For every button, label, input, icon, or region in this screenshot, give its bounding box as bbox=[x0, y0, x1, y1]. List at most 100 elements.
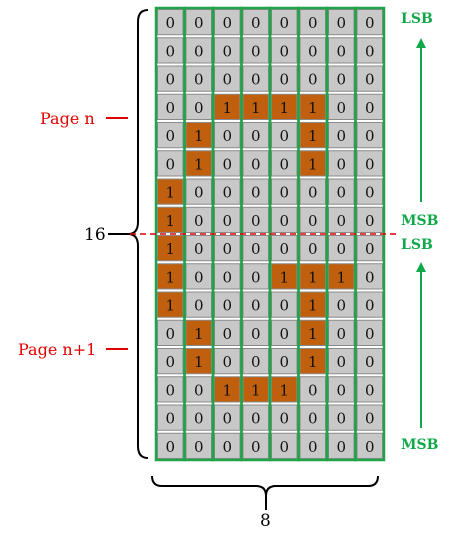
bit-value: 0 bbox=[336, 353, 346, 371]
bit-value: 0 bbox=[336, 127, 346, 145]
bit-value: 0 bbox=[365, 184, 375, 202]
bit-cell: 0 bbox=[299, 37, 326, 64]
bit-value: 0 bbox=[279, 353, 289, 371]
bit-value: 0 bbox=[251, 325, 261, 343]
bit-cell: 1 bbox=[299, 150, 326, 177]
bit-cell: 0 bbox=[299, 206, 326, 233]
bit-cell: 1 bbox=[271, 376, 298, 403]
bit-cell-on bbox=[157, 263, 184, 290]
bit-cell-off bbox=[214, 319, 241, 346]
bit-cell-off bbox=[356, 263, 383, 290]
bit-cell-off bbox=[242, 65, 269, 92]
bit-value: 0 bbox=[336, 212, 346, 230]
bit-value: 0 bbox=[365, 71, 375, 89]
bit-cell: 0 bbox=[271, 319, 298, 346]
bit-cell: 0 bbox=[356, 348, 383, 375]
bit-cell: 0 bbox=[242, 37, 269, 64]
bit-value: 0 bbox=[194, 212, 204, 230]
bit-cell-off bbox=[356, 291, 383, 318]
bit-cell: 0 bbox=[271, 404, 298, 431]
bit-cell-off bbox=[328, 122, 355, 149]
bit-cell: 0 bbox=[214, 432, 241, 459]
bit-cell-on bbox=[299, 93, 326, 120]
bit-cell-off bbox=[328, 178, 355, 205]
bit-value: 0 bbox=[222, 71, 232, 89]
bit-cell: 0 bbox=[356, 9, 383, 36]
bottom-brace bbox=[151, 475, 379, 497]
bit-cell: 0 bbox=[356, 65, 383, 92]
bit-cell: 1 bbox=[185, 122, 212, 149]
bit-value: 1 bbox=[308, 297, 318, 315]
bit-cell: 0 bbox=[356, 150, 383, 177]
bit-cell-on bbox=[157, 235, 184, 262]
bit-cell-on bbox=[299, 348, 326, 375]
bit-cell: 0 bbox=[328, 65, 355, 92]
bit-cell-off bbox=[157, 348, 184, 375]
bit-value: 0 bbox=[279, 42, 289, 60]
bit-cell-off bbox=[271, 235, 298, 262]
bit-cell-off bbox=[242, 150, 269, 177]
bit-cell: 0 bbox=[299, 404, 326, 431]
bit-cell: 1 bbox=[242, 376, 269, 403]
bit-value: 1 bbox=[251, 381, 261, 399]
bit-cell-off bbox=[157, 122, 184, 149]
bit-cell-off bbox=[328, 404, 355, 431]
bit-cell: 0 bbox=[356, 376, 383, 403]
bit-cell-off bbox=[157, 93, 184, 120]
bit-cell-off bbox=[242, 319, 269, 346]
bit-cell: 0 bbox=[242, 178, 269, 205]
bit-value: 0 bbox=[194, 71, 204, 89]
bit-value: 1 bbox=[165, 297, 175, 315]
bit-cell: 0 bbox=[328, 319, 355, 346]
msb-bottom-label: MSB bbox=[401, 437, 439, 453]
bit-value: 0 bbox=[279, 240, 289, 258]
bit-cell: 0 bbox=[271, 206, 298, 233]
bit-cell: 0 bbox=[242, 65, 269, 92]
bit-cell-off bbox=[271, 432, 298, 459]
bit-cell-off bbox=[214, 178, 241, 205]
bit-cell: 0 bbox=[242, 348, 269, 375]
bit-cell: 0 bbox=[271, 235, 298, 262]
bit-cell: 0 bbox=[356, 432, 383, 459]
bit-cell-off bbox=[242, 404, 269, 431]
bit-value: 0 bbox=[308, 240, 318, 258]
bit-cell: 0 bbox=[356, 404, 383, 431]
bit-cell: 0 bbox=[299, 9, 326, 36]
bit-cell: 0 bbox=[214, 404, 241, 431]
bit-cell-on bbox=[299, 263, 326, 290]
bit-value: 1 bbox=[165, 268, 175, 286]
bit-value: 0 bbox=[222, 212, 232, 230]
bit-cell: 0 bbox=[242, 432, 269, 459]
bit-cell: 0 bbox=[242, 404, 269, 431]
bit-cell: 0 bbox=[214, 235, 241, 262]
bit-cell: 1 bbox=[214, 376, 241, 403]
bit-cell-off bbox=[299, 65, 326, 92]
bit-cell: 0 bbox=[185, 432, 212, 459]
bit-cell: 0 bbox=[185, 9, 212, 36]
bit-cell: 0 bbox=[185, 178, 212, 205]
bit-cell: 1 bbox=[185, 319, 212, 346]
bit-cell: 0 bbox=[328, 150, 355, 177]
bit-cell: 0 bbox=[299, 432, 326, 459]
bit-cell-off bbox=[185, 37, 212, 64]
bit-cell-off bbox=[271, 122, 298, 149]
bit-cell: 0 bbox=[299, 376, 326, 403]
bit-cell-off bbox=[185, 432, 212, 459]
bit-cell: 0 bbox=[157, 93, 184, 120]
bit-cell: 0 bbox=[185, 206, 212, 233]
bit-value: 0 bbox=[279, 184, 289, 202]
bit-cell-on bbox=[185, 348, 212, 375]
bit-cell-off bbox=[356, 348, 383, 375]
bit-value: 0 bbox=[336, 14, 346, 32]
bit-cell-off bbox=[271, 404, 298, 431]
bit-cell-off bbox=[356, 9, 383, 36]
bit-value: 0 bbox=[336, 184, 346, 202]
bit-cell-off bbox=[328, 432, 355, 459]
bit-cell-on bbox=[157, 178, 184, 205]
bit-cell-off bbox=[356, 432, 383, 459]
bit-cell: 0 bbox=[157, 150, 184, 177]
bit-cell-on bbox=[299, 150, 326, 177]
bit-value: 0 bbox=[251, 353, 261, 371]
bit-cell-off bbox=[328, 319, 355, 346]
bit-cell: 0 bbox=[214, 37, 241, 64]
